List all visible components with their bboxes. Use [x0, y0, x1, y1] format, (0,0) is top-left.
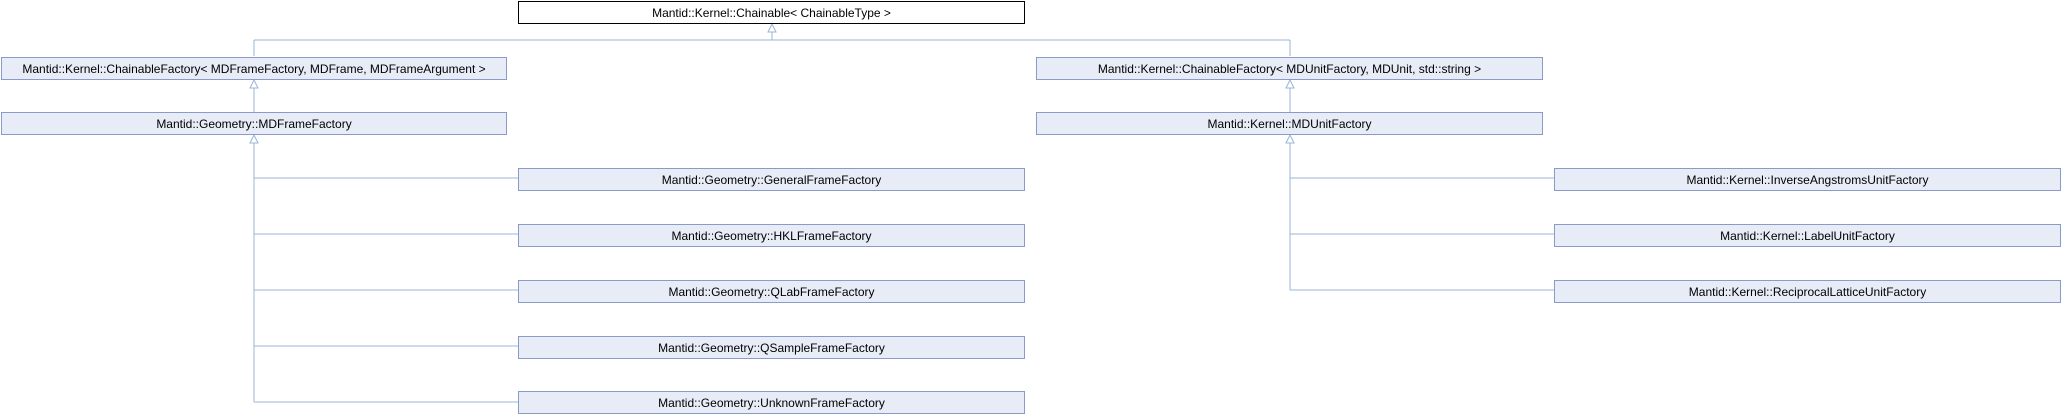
node-mdunit-factory[interactable]: Mantid::Kernel::MDUnitFactory	[1036, 112, 1543, 135]
inheritance-arrow-chainable	[767, 22, 777, 33]
node-reciprocal-lattice-unit-factory[interactable]: Mantid::Kernel::ReciprocalLatticeUnitFac…	[1554, 280, 2061, 303]
inheritance-arrow-mdframe-factory	[249, 133, 259, 144]
node-mdframe-factory[interactable]: Mantid::Geometry::MDFrameFactory	[1, 112, 507, 135]
node-general-frame-factory[interactable]: Mantid::Geometry::GeneralFrameFactory	[518, 168, 1025, 191]
node-chainable-factory-mdframe[interactable]: Mantid::Kernel::ChainableFactory< MDFram…	[1, 57, 507, 80]
node-qlab-frame-factory[interactable]: Mantid::Geometry::QLabFrameFactory	[518, 280, 1025, 303]
node-chainable[interactable]: Mantid::Kernel::Chainable< ChainableType…	[518, 1, 1025, 24]
node-label-unit-factory[interactable]: Mantid::Kernel::LabelUnitFactory	[1554, 224, 2061, 247]
inheritance-arrow-chainable-factory-mdunit	[1285, 78, 1295, 89]
inheritance-arrow-mdunit-factory	[1285, 133, 1295, 144]
node-inverse-angstroms-unit-factory[interactable]: Mantid::Kernel::InverseAngstromsUnitFact…	[1554, 168, 2061, 191]
node-qsample-frame-factory[interactable]: Mantid::Geometry::QSampleFrameFactory	[518, 336, 1025, 359]
node-chainable-factory-mdunit[interactable]: Mantid::Kernel::ChainableFactory< MDUnit…	[1036, 57, 1543, 80]
node-hkl-frame-factory[interactable]: Mantid::Geometry::HKLFrameFactory	[518, 224, 1025, 247]
inheritance-arrow-chainable-factory-mdframe	[249, 78, 259, 89]
node-unknown-frame-factory[interactable]: Mantid::Geometry::UnknownFrameFactory	[518, 391, 1025, 414]
